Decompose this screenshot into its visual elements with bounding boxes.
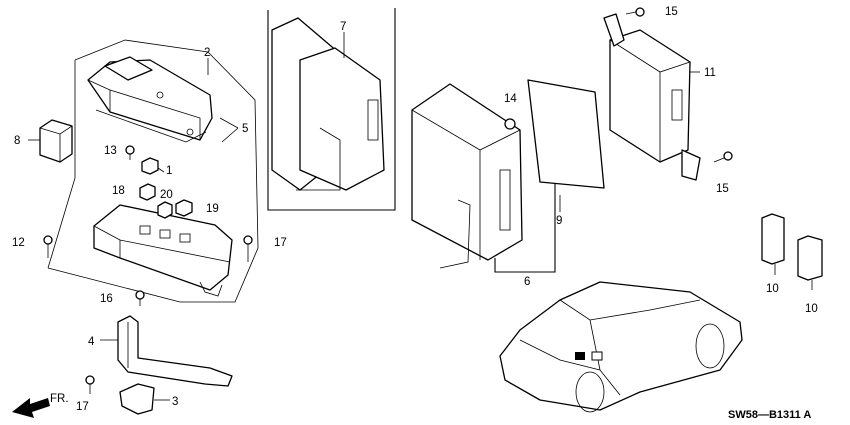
callout-16: 16 <box>100 293 113 305</box>
callout-2: 2 <box>204 47 210 59</box>
front-label: FR. <box>50 393 69 405</box>
callout-9: 9 <box>556 215 562 227</box>
callout-10-left: 10 <box>766 283 779 295</box>
fuse-1 <box>141 157 159 175</box>
fuse-18 <box>139 183 156 201</box>
control-unit-7-box <box>267 8 396 211</box>
callout-5: 5 <box>242 123 248 135</box>
callout-11: 11 <box>704 67 716 79</box>
callout-15-upper: 15 <box>665 6 678 18</box>
bolt-13 <box>125 145 135 160</box>
assembly-bracket-2 <box>47 39 259 303</box>
callout-6: 6 <box>524 276 530 288</box>
callout-20: 20 <box>160 189 173 201</box>
callout-4: 4 <box>88 336 95 348</box>
callout-14: 14 <box>504 93 517 105</box>
callout-8: 8 <box>14 135 20 147</box>
bracket-4 <box>117 315 233 387</box>
bolt-15-lower <box>713 151 733 163</box>
relay-10-left <box>761 213 785 265</box>
control-unit-11 <box>603 13 701 181</box>
bolt-15-upper <box>625 7 645 17</box>
diagram-code: SW58—B1311 A <box>728 409 811 421</box>
bolt-12 <box>43 235 53 258</box>
fuse-20 <box>157 201 173 219</box>
callout-1: 1 <box>166 165 172 177</box>
callout-17-lower: 17 <box>76 401 89 413</box>
callout-7: 7 <box>340 21 346 33</box>
callout-10-right: 10 <box>805 303 818 315</box>
vehicle-outline <box>499 281 743 413</box>
callout-18: 18 <box>112 185 125 197</box>
front-direction-arrow <box>12 398 50 418</box>
bolt-17-lower <box>85 375 95 394</box>
callout-12: 12 <box>12 237 25 249</box>
fuse-box-cover <box>87 56 213 143</box>
bolt-16 <box>135 290 145 306</box>
nut-14 <box>504 118 516 130</box>
bracket-3 <box>119 383 155 415</box>
relay-8 <box>39 119 73 163</box>
gasket-sheet-9 <box>527 79 605 189</box>
bolt-17-upper <box>243 235 253 262</box>
callout-13: 13 <box>104 145 117 157</box>
fuse-box-base <box>93 204 233 297</box>
callout-17-upper: 17 <box>274 237 287 249</box>
relay-10-right <box>797 235 823 281</box>
control-unit-6 <box>411 83 556 273</box>
callout-19: 19 <box>206 203 219 215</box>
callout-3: 3 <box>172 396 178 408</box>
fuse-19 <box>175 199 193 217</box>
callout-15-lower: 15 <box>716 183 729 195</box>
